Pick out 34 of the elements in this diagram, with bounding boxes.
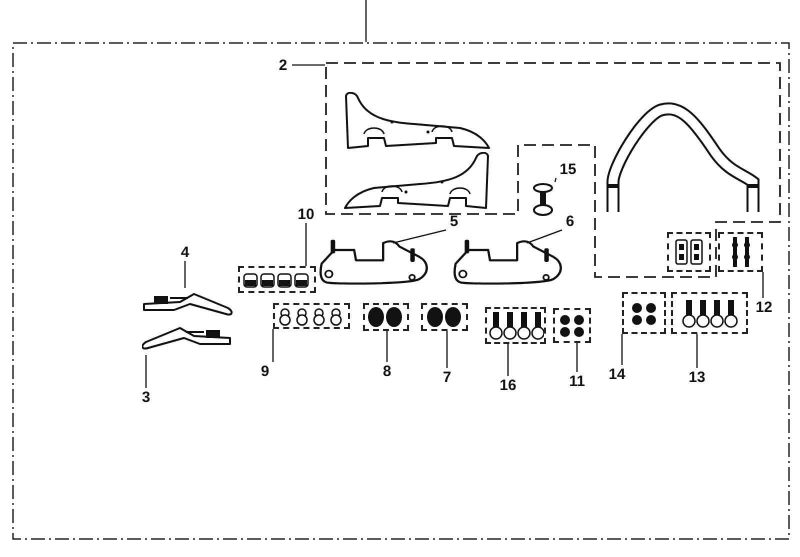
leader-line — [554, 178, 557, 182]
callout-number: 12 — [752, 298, 776, 316]
leader-line — [386, 331, 388, 362]
callout-number: 5 — [446, 212, 462, 230]
callout-number: 4 — [176, 243, 194, 261]
leader-line — [292, 64, 325, 66]
leader-line — [576, 343, 578, 372]
leader-line — [365, 0, 367, 42]
leader-line — [526, 229, 562, 244]
leader-line — [272, 329, 274, 362]
callout-number: 8 — [378, 362, 396, 380]
leader-line — [392, 229, 446, 244]
callout-number: 14 — [605, 365, 629, 383]
callout-number: 11 — [565, 372, 589, 390]
callout-number: 9 — [256, 362, 274, 380]
callout-number: 15 — [556, 160, 580, 178]
callout-number: 2 — [274, 56, 292, 74]
leader-line — [507, 344, 509, 376]
leader-line — [762, 272, 764, 298]
dashed-parts-group — [718, 232, 763, 272]
leader-line — [184, 261, 186, 288]
dashed-parts-group — [622, 292, 666, 334]
leader-line — [145, 355, 147, 388]
callout-number: 7 — [438, 368, 456, 386]
callout-number: 6 — [562, 212, 578, 230]
callout-number: 16 — [496, 376, 520, 394]
callout-number: 3 — [137, 388, 155, 406]
leader-line — [696, 334, 698, 368]
leader-line — [446, 331, 448, 368]
callout-number: 13 — [685, 368, 709, 386]
dashed-parts-group — [671, 292, 748, 334]
callout-number: 10 — [294, 205, 318, 223]
leader-line — [621, 334, 623, 365]
leader-line — [305, 223, 307, 266]
